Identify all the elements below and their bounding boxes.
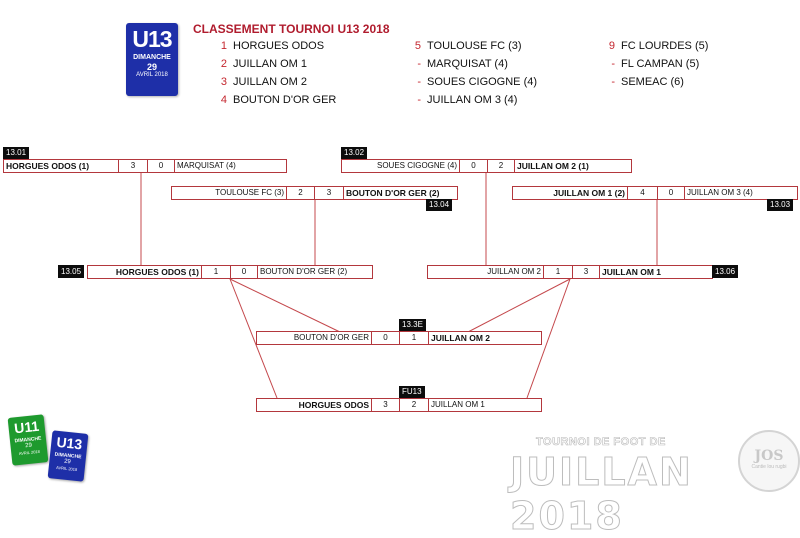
score-left: 0 bbox=[460, 160, 488, 172]
ranking-row: -FL CAMPAN (5) bbox=[611, 58, 700, 70]
match-code-13-04: 13.04 bbox=[426, 199, 453, 211]
u13-small-logo: U13 DIMANCHE 29 AVRIL 2018 bbox=[47, 430, 89, 482]
team-right: JUILLAN OM 1 bbox=[431, 400, 485, 409]
page-title: CLASSEMENT TOURNOI U13 2018 bbox=[193, 22, 390, 36]
jos-club-logo: JOS Cantie lou rugbi bbox=[738, 430, 800, 492]
team-left: JUILLAN OM 2 bbox=[428, 266, 544, 278]
match-13-04: TOULOUSE FC (3) 2 3 BOUTON D'OR GER (2) bbox=[171, 186, 458, 200]
score-left: 3 bbox=[372, 399, 400, 411]
score-left: 1 bbox=[544, 266, 573, 278]
match-code-13-01: 13.01 bbox=[3, 147, 30, 159]
team-right: BOUTON D'OR GER (2) bbox=[260, 267, 348, 276]
match-code-13-02: 13.02 bbox=[341, 147, 368, 159]
match-13-03: JUILLAN OM 1 (2) 4 0 JUILLAN OM 3 (4) bbox=[512, 186, 798, 200]
match-13-3e: BOUTON D'OR GER 0 1 JUILLAN OM 2 bbox=[256, 331, 542, 345]
team-left: HORGUES ODOS bbox=[257, 399, 372, 411]
banner-subtitle: TOURNOI DE FOOT DE bbox=[536, 436, 666, 449]
team-right: JUILLAN OM 3 (4) bbox=[687, 188, 753, 197]
match-code-13-05: 13.05 bbox=[58, 265, 85, 278]
score-left: 4 bbox=[628, 187, 658, 199]
match-13-05: HORGUES ODOS (1) 1 0 BOUTON D'OR GER (2) bbox=[87, 265, 373, 279]
score-right: 0 bbox=[148, 160, 175, 172]
team-right: BOUTON D'OR GER (2) bbox=[346, 188, 440, 198]
score-right: 1 bbox=[400, 332, 429, 344]
team-right: MARQUISAT (4) bbox=[177, 161, 236, 170]
score-left: 1 bbox=[202, 266, 231, 278]
bracket-connectors bbox=[140, 173, 658, 399]
score-right: 3 bbox=[315, 187, 344, 199]
score-right: 2 bbox=[400, 399, 429, 411]
match-13-02: SOUES CIGOGNE (4) 0 2 JUILLAN OM 2 (1) bbox=[341, 159, 632, 173]
match-code-fu13: FU13 bbox=[399, 386, 425, 398]
u11-logo: U11 DIMANCHE 29 AVRIL 2018 bbox=[7, 414, 49, 466]
team-right: JUILLAN OM 1 bbox=[602, 267, 662, 277]
score-right: 3 bbox=[573, 266, 600, 278]
team-left: JUILLAN OM 1 (2) bbox=[513, 187, 628, 199]
team-left: HORGUES ODOS (1) bbox=[88, 266, 202, 278]
score-right: 2 bbox=[488, 160, 515, 172]
team-left: SOUES CIGOGNE (4) bbox=[342, 160, 460, 172]
team-left: TOULOUSE FC (3) bbox=[172, 187, 287, 199]
u13-logo: U13 DIMANCHE 29 AVRIL 2018 bbox=[126, 23, 178, 96]
ranking-row: -SEMEAC (6) bbox=[611, 76, 684, 88]
score-right: 0 bbox=[658, 187, 685, 199]
ranking-row: -MARQUISAT (4) bbox=[417, 58, 508, 70]
team-right: JUILLAN OM 2 bbox=[431, 333, 491, 343]
match-final: HORGUES ODOS 3 2 JUILLAN OM 1 bbox=[256, 398, 542, 412]
ranking-row: -JUILLAN OM 3 (4) bbox=[417, 94, 518, 106]
ranking-row: -SOUES CIGOGNE (4) bbox=[417, 76, 538, 88]
score-left: 2 bbox=[287, 187, 315, 199]
score-left: 3 bbox=[119, 160, 148, 172]
match-13-01: HORGUES ODOS (1) 3 0 MARQUISAT (4) bbox=[3, 159, 287, 173]
match-code-13-03: 13.03 bbox=[767, 199, 794, 211]
score-left: 0 bbox=[372, 332, 400, 344]
team-left: HORGUES ODOS (1) bbox=[4, 160, 119, 172]
score-right: 0 bbox=[231, 266, 258, 278]
team-right: JUILLAN OM 2 (1) bbox=[517, 161, 589, 171]
match-code-13-06: 13.06 bbox=[712, 265, 739, 278]
match-code-13-3e: 13.3E bbox=[399, 319, 426, 331]
match-13-06: JUILLAN OM 2 1 3 JUILLAN OM 1 bbox=[427, 265, 713, 279]
team-left: BOUTON D'OR GER bbox=[257, 332, 372, 344]
